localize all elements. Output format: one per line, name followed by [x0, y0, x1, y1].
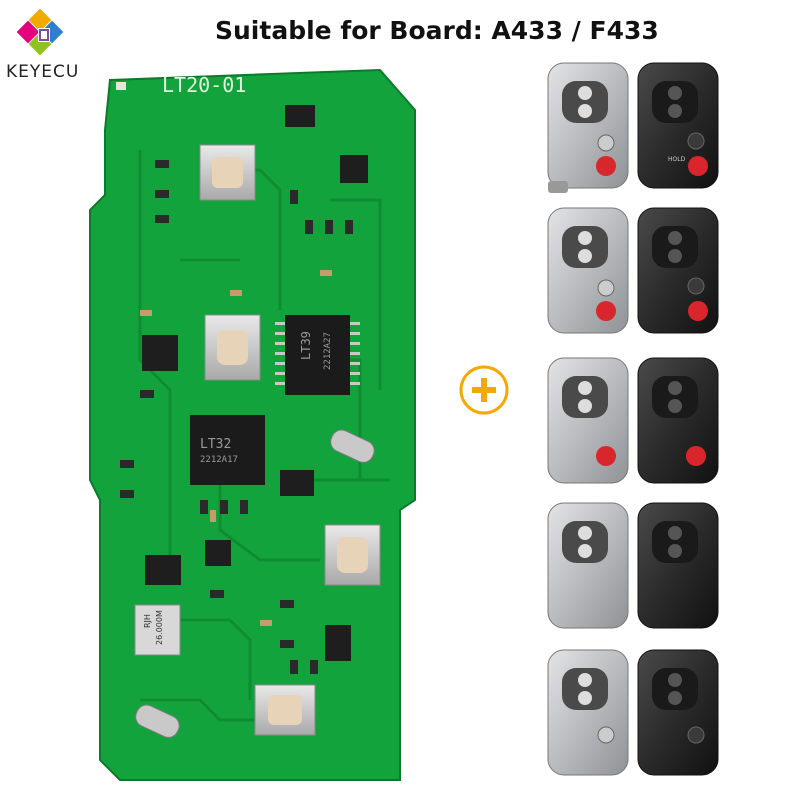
compatibility-headline: Suitable for Board: A433 / F433 [215, 16, 659, 45]
crystal-frequency: 26.000M [155, 610, 164, 645]
small-chip [145, 555, 181, 585]
ic-lt39: LT39 2212A27 [275, 315, 360, 395]
key-fob-silver-3btn [547, 357, 629, 484]
small-chip [340, 155, 368, 183]
key-fob-black-3btn-trunk [637, 649, 719, 776]
small-chip [205, 540, 231, 566]
key-fob-black-4btn [637, 207, 719, 334]
key-fob-silver-3btn-trunk [547, 649, 629, 776]
ic-lt32: LT32 2212A17 [190, 415, 265, 485]
key-fob-silver-4btn [547, 207, 629, 334]
battery-contact [135, 704, 180, 738]
hold-label: HOLD [668, 156, 686, 163]
brand-name: KEYECU [6, 62, 80, 82]
ic-lt39-code: 2212A27 [323, 332, 333, 370]
plus-icon [459, 365, 509, 415]
key-fob-black-3btn [637, 357, 719, 484]
ic-lt32-code: 2212A17 [200, 455, 238, 465]
battery-contact [330, 429, 375, 463]
keyecu-logo [16, 8, 64, 56]
pcb-board: LT20-01 LT39 2212A27 [89, 68, 416, 781]
key-fob-black-4btn: HOLD [637, 62, 719, 189]
small-chip [285, 105, 315, 127]
tactile-button [199, 144, 256, 201]
ic-lt39-label: LT39 [299, 331, 313, 360]
crystal-oscillator: RJH 26.000M [134, 604, 181, 656]
small-chip [142, 335, 178, 371]
tactile-button [324, 524, 381, 586]
key-fob-black-2btn [637, 502, 719, 629]
led [116, 82, 126, 90]
tactile-button [254, 684, 316, 736]
ic-lt32-label: LT32 [200, 437, 231, 452]
board-label: LT20-01 [162, 73, 246, 97]
tactile-button [204, 314, 261, 381]
crystal-label: RJH [143, 614, 152, 628]
key-fob-silver-4btn [547, 62, 629, 193]
key-fob-grid: HOLD [547, 62, 719, 776]
small-chip [280, 470, 314, 496]
small-chip [325, 625, 351, 661]
key-fob-silver-2btn [547, 502, 629, 629]
